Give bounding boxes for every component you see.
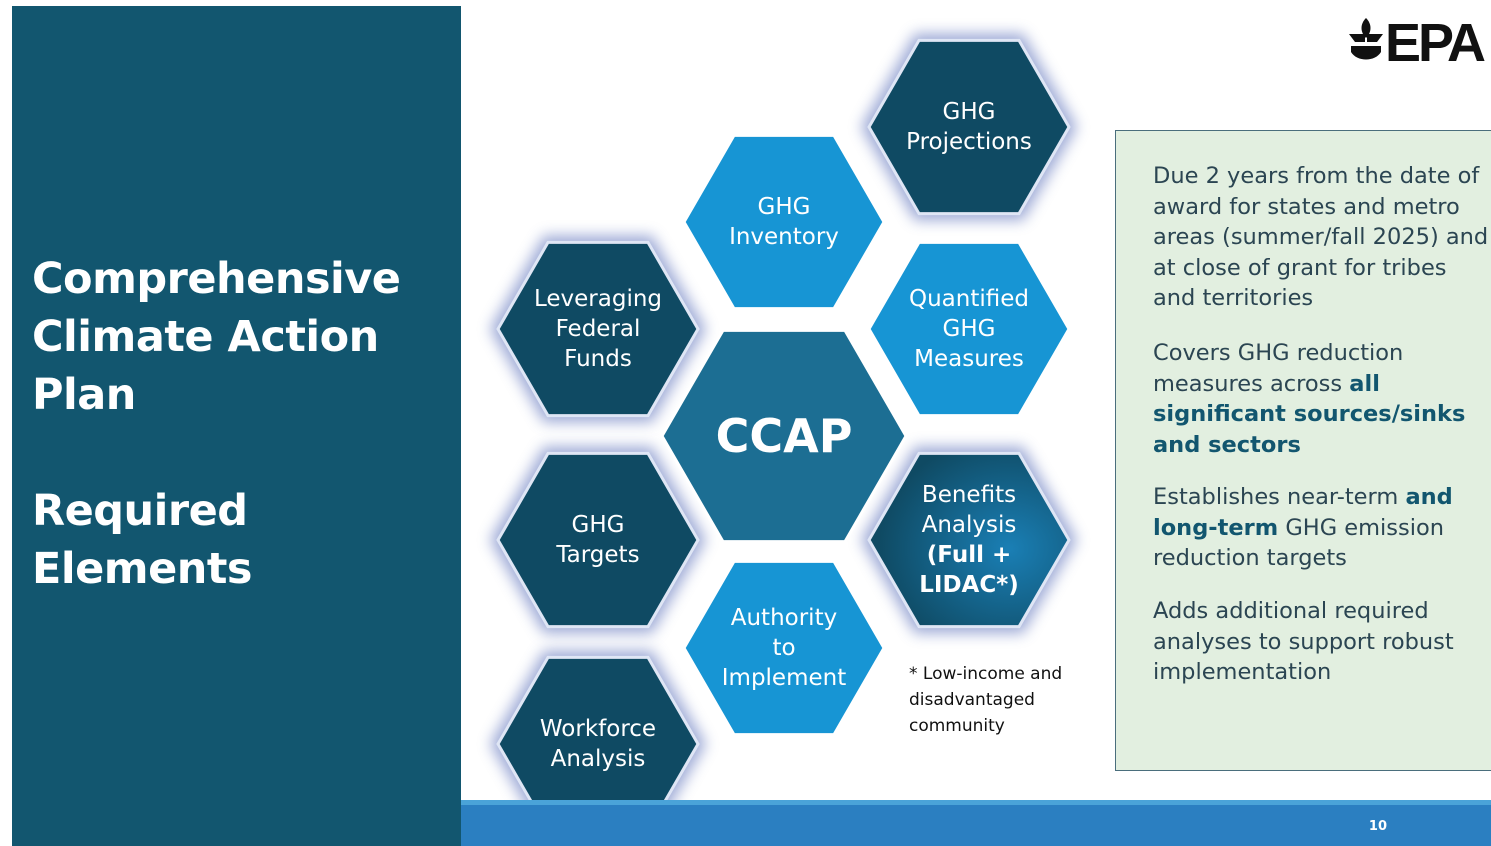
slide-title: Comprehensive Climate Action Plan Requir…: [32, 250, 452, 598]
hexagon-label-leveraging-federal-funds: Leveraging Federal Funds: [533, 286, 663, 372]
title-line-1: Comprehensive: [32, 254, 401, 304]
hexagon-ccap: [660, 328, 908, 544]
title-panel: Comprehensive Climate Action Plan Requir…: [12, 6, 461, 846]
hexagon-ghg-inventory: [682, 133, 886, 311]
info-para-coverage-text: Covers GHG reduction measures across: [1153, 340, 1404, 397]
hexagon-quantified-ghg-measures: [867, 240, 1071, 418]
epa-flower-icon: [1349, 18, 1383, 60]
subtitle-line-1: Required: [32, 486, 248, 536]
info-para-targets-text: Establishes near-term: [1153, 484, 1406, 510]
hexagon-label-workforce-analysis: Workforce Analysis: [539, 716, 657, 772]
hexagon-label-ccap: CCAP: [715, 409, 853, 463]
hexagon-ghg-projections: [867, 38, 1071, 216]
info-box: Due 2 years from the date of award for s…: [1115, 130, 1491, 771]
subtitle-line-2: Elements: [32, 544, 253, 594]
info-para-analyses: Adds additional required analyses to sup…: [1153, 598, 1454, 685]
info-para-deadline: Due 2 years from the date of award for s…: [1153, 163, 1489, 311]
epa-logo-text: EPA: [1385, 13, 1485, 68]
page-number: 10: [1368, 819, 1387, 834]
title-line-3: Plan: [32, 370, 136, 420]
hexagon-label-ghg-targets: GHG Targets: [556, 512, 640, 568]
info-para-targets: Establishes near-term and long-term GHG …: [1153, 482, 1491, 574]
hexagon-leveraging-federal-funds: [496, 240, 700, 418]
hexagon-label-ghg-projections: GHG Projections: [906, 99, 1032, 155]
info-para-coverage-bold: all significant sources/sinks and sector…: [1153, 370, 1466, 458]
hexagon-ghg-targets: [496, 451, 700, 629]
hexagon-benefits-analysis: [867, 451, 1071, 629]
hexagon-authority-to-implement: [682, 559, 886, 737]
epa-logo: EPA: [1349, 13, 1488, 68]
hexagon-label-authority-to-implement: Authority to Implement: [721, 605, 847, 691]
info-para-targets-bold: and long-term: [1153, 484, 1453, 541]
hexagon-label-quantified-ghg-measures: Quantified GHG Measures: [909, 286, 1029, 372]
hexagon-label-benefits-analysis: Benefits Analysis(Full + LIDAC*): [919, 482, 1019, 598]
lidac-footnote: * Low-income and disadvantaged community: [909, 664, 1063, 736]
info-para-targets-text-2: GHG emission reduction targets: [1153, 514, 1445, 572]
hexagon-label-ghg-inventory: GHG Inventory: [729, 194, 839, 250]
footer-band: [461, 800, 1491, 846]
title-line-2: Climate Action: [32, 312, 379, 362]
info-para-coverage: Covers GHG reduction measures across all…: [1153, 338, 1491, 460]
